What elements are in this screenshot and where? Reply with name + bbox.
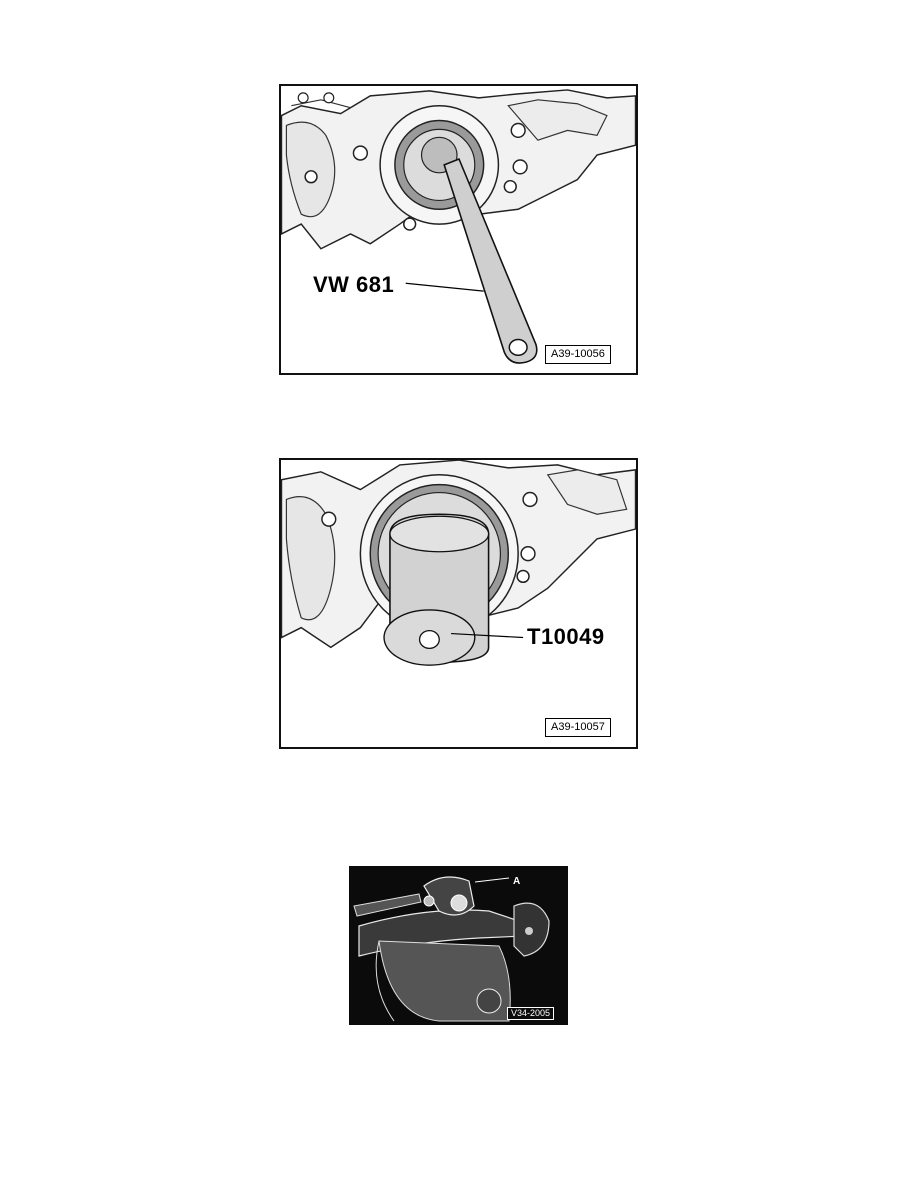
engine-housing-drawing-2 [281, 460, 636, 666]
photo-drawing [349, 866, 568, 1025]
figure-reference-1: A39-10056 [545, 345, 611, 364]
tool-label-t10049: T10049 [527, 624, 605, 649]
figure-reference-3: V34-2005 [507, 1007, 555, 1020]
illustration-photo-a: A V34-2005 [349, 866, 568, 1025]
tool-label-vw681: VW 681 [313, 272, 395, 297]
illustration-t10049: T10049 A39-10057 [279, 458, 638, 749]
engine-housing-drawing [281, 89, 636, 364]
part-label-a: A [513, 876, 521, 887]
illustration-vw681: VW 681 A39-10056 [279, 84, 638, 375]
figure-reference-2: A39-10057 [545, 718, 611, 737]
